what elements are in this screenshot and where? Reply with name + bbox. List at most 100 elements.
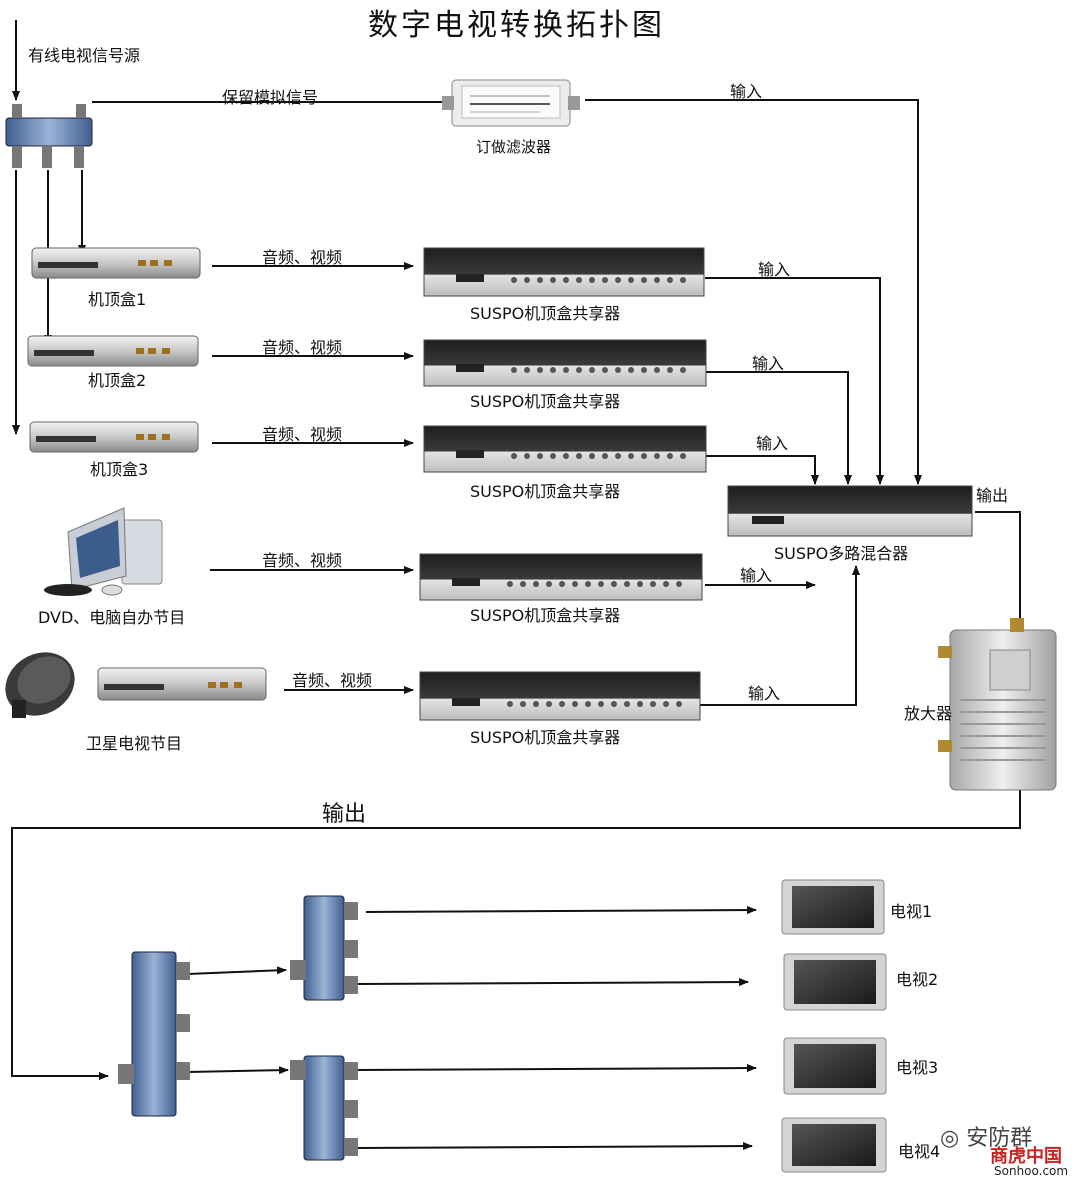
port-dot [537,453,543,459]
port-dot [511,277,517,283]
port-dot [524,453,530,459]
label-tv2: 电视2 [896,970,939,989]
label-tv3: 电视3 [896,1058,939,1077]
watermark-site-url: Sonhoo.com [994,1164,1069,1178]
label-input-3: 输入 [756,434,789,453]
port-dot [576,277,582,283]
label-sharer-5: SUSPO机顶盒共享器 [470,728,621,747]
set-top-box-2 [27,335,199,367]
line-sharer5-to-mixer [700,565,860,706]
port-dot [602,277,608,283]
label-keep-analog: 保留模拟信号 [222,88,319,107]
port-dot [563,453,569,459]
tv-1-icon [781,879,885,935]
port-dot [507,701,513,707]
line-filter-to-mixer [585,99,922,485]
line-sharer1-to-mixer [705,277,884,485]
label-av-2: 音频、视频 [262,338,343,357]
label-sharer-2: SUSPO机顶盒共享器 [470,392,621,411]
port-dot [589,277,595,283]
port-dot [576,453,582,459]
port-dot [641,453,647,459]
splitter-lower [290,1055,358,1161]
port-dot [628,453,634,459]
label-sharer-1: SUSPO机顶盒共享器 [470,304,621,323]
label-input-2: 输入 [752,354,785,373]
splitter-main [118,951,190,1117]
port-dot [572,701,578,707]
port-dot [576,367,582,373]
port-dot [598,701,604,707]
port-dot [585,581,591,587]
port-dot [624,701,630,707]
port-dot [602,453,608,459]
mixer [727,485,973,537]
port-dot [550,453,556,459]
tv-2-icon [783,953,887,1011]
cable-splitter [5,104,93,168]
port-dot [537,367,543,373]
watermark-wechat-text: 安防群 [966,1126,1033,1151]
port-dot [537,277,543,283]
sharer-3 [423,425,707,473]
line-tv1 [365,906,757,915]
port-dot [520,701,526,707]
port-dot [667,367,673,373]
port-dot [559,581,565,587]
wechat-icon: ◎ [940,1126,960,1151]
port-dot [680,277,686,283]
label-av-4: 音频、视频 [262,551,343,570]
amplifier [938,618,1057,791]
label-sharer-4: SUSPO机顶盒共享器 [470,606,621,625]
port-dot [611,581,617,587]
port-dot [598,581,604,587]
port-dot [563,367,569,373]
label-av-3: 音频、视频 [262,425,343,444]
line-tree-b [187,1066,289,1075]
sharer-ports [507,277,686,707]
port-dot [533,581,539,587]
set-top-box-1 [31,247,201,279]
port-dot [628,277,634,283]
label-stb2: 机顶盒2 [88,371,147,390]
sharer-4 [419,553,703,601]
tv-3-icon [783,1037,887,1095]
line-mixer-to-amplifier [975,511,1021,630]
label-mixer: SUSPO多路混合器 [774,544,909,563]
line-tree-a [187,966,287,975]
port-dot [667,453,673,459]
port-dot [667,277,673,283]
port-dot [511,453,517,459]
line-tv4 [355,1142,753,1151]
line-tv3 [355,1064,757,1073]
port-dot [533,701,539,707]
diagram-title: 数字电视转换拓扑图 [368,8,665,43]
sharer-5 [419,671,701,721]
port-dot [624,581,630,587]
label-stb3: 机顶盒3 [90,460,149,479]
computer-icon [44,507,163,596]
port-dot [546,581,552,587]
port-dot [650,701,656,707]
port-dot [637,701,643,707]
label-av-5: 音频、视频 [292,671,373,690]
port-dot [663,701,669,707]
port-dot [654,277,660,283]
port-dot [615,277,621,283]
line-tv2 [355,978,749,987]
port-dot [637,581,643,587]
port-dot [650,581,656,587]
port-dot [676,581,682,587]
port-dot [654,367,660,373]
line-sharer2-to-mixer [705,371,852,485]
sharer-2 [423,339,707,387]
port-dot [524,367,530,373]
port-dot [641,277,647,283]
port-dot [563,277,569,283]
port-dot [520,581,526,587]
satellite-dish-icon [5,652,75,718]
label-cable-source: 有线电视信号源 [28,46,141,65]
port-dot [628,367,634,373]
port-dot [546,701,552,707]
